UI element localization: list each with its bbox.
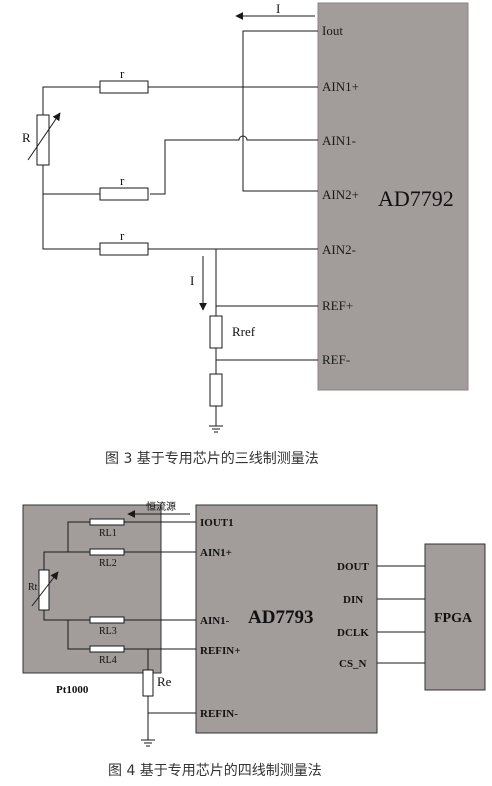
fig4-re-label: Re (157, 674, 172, 689)
fig4-pin-dout: DOUT (337, 561, 369, 573)
fig4-rl2-label: RL2 (99, 558, 117, 569)
fig4-resistor-rl2 (89, 548, 125, 556)
fig3-lower-resistor (209, 373, 223, 407)
fig4-resistor-rl3 (89, 616, 125, 624)
fig4-re-resistor (142, 669, 154, 697)
fig3-pin-ain1m: AIN1- (322, 133, 356, 148)
fig4-rl1-label: RL1 (99, 528, 117, 539)
fig3-down-current-label: I (190, 273, 194, 288)
fig4-sensor-label: Pt1000 (56, 684, 89, 696)
fig4-chip-name: AD7793 (248, 607, 313, 628)
fig3-pin-refp: REF+ (322, 298, 353, 313)
fig3-pin-ain2p: AIN2+ (322, 187, 359, 202)
fig4-caption: 图 4 基于专用芯片的四线制测量法 (108, 762, 322, 779)
fig3-pin-ain2m: AIN2- (322, 242, 356, 257)
fig4-pin-dclk: DCLK (337, 627, 369, 639)
fig3-chip-name: AD7792 (378, 186, 454, 211)
fig4-rl4-label: RL4 (99, 655, 117, 666)
fig3-pin-iout: Iout (322, 23, 343, 38)
fig3-left-bottom-wire (42, 165, 100, 250)
fig3-iout-bus (242, 30, 318, 192)
fig4-resistor-rl4 (89, 645, 125, 653)
fig4-pin-refinp: REFIN+ (200, 645, 241, 657)
fig4-chip (195, 504, 378, 734)
fig4-pin-iout1: IOUT1 (200, 517, 234, 529)
fig3-caption: 图 3 基于专用芯片的三线制测量法 (105, 450, 319, 467)
fig4-pin-din: DIN (343, 594, 363, 606)
fig4-fpga (424, 543, 486, 691)
fig4-pin-refinm: REFIN- (200, 708, 238, 720)
fig3-pin-ain1p: AIN1+ (322, 79, 359, 94)
fig4-bottom-link (67, 620, 90, 650)
fig4-pin-csn: CS_N (339, 658, 367, 670)
fig4-fpga-label: FPGA (434, 611, 473, 626)
fig3-resistor-r1 (99, 80, 149, 94)
fig4-diagram: Pt1000 AD7793 IOUT1 AIN1+ AIN1- REFIN+ R… (22, 500, 486, 779)
fig3-resistor-r3 (99, 242, 149, 256)
fig3-r1-label: r (120, 66, 125, 81)
fig3-variable-resistor (36, 114, 50, 166)
fig4-resistor-rl1 (89, 518, 125, 526)
fig3-variable-arrow (27, 112, 61, 161)
fig3-ain1m-wire (150, 135, 318, 195)
fig3-current-label: I (276, 1, 280, 16)
fig4-source-label: 恒流源 (146, 500, 176, 513)
fig4-pin-ain1m: AIN1- (200, 615, 230, 627)
fig4-rt-label: Rt (28, 582, 38, 593)
fig3-resistor-r2 (99, 187, 149, 201)
fig3-ground-icon (209, 425, 223, 433)
fig4-rt-arrow (31, 571, 59, 607)
fig4-pin-ain1p: AIN1+ (200, 547, 232, 559)
fig3-r2-label: r (120, 173, 125, 188)
fig4-rt-top-wire (43, 551, 68, 570)
fig4-rt-bottom-wire (43, 610, 90, 621)
fig3-left-top-wire (42, 86, 100, 115)
fig3-chip (317, 2, 469, 391)
fig3-rref-resistor (209, 315, 223, 349)
fig3-diagram: AD7792 Iout AIN1+ AIN1- AIN2+ AIN2- REF+… (22, 1, 469, 467)
fig3-pin-refm: REF- (322, 352, 350, 367)
fig3-R-label: R (22, 130, 31, 145)
fig3-r3-label: r (120, 228, 125, 243)
fig4-rl3-label: RL3 (99, 626, 117, 637)
fig4-top-link (67, 521, 90, 553)
fig4-ground-icon (141, 739, 155, 747)
fig3-rref-label: Rref (232, 324, 256, 339)
